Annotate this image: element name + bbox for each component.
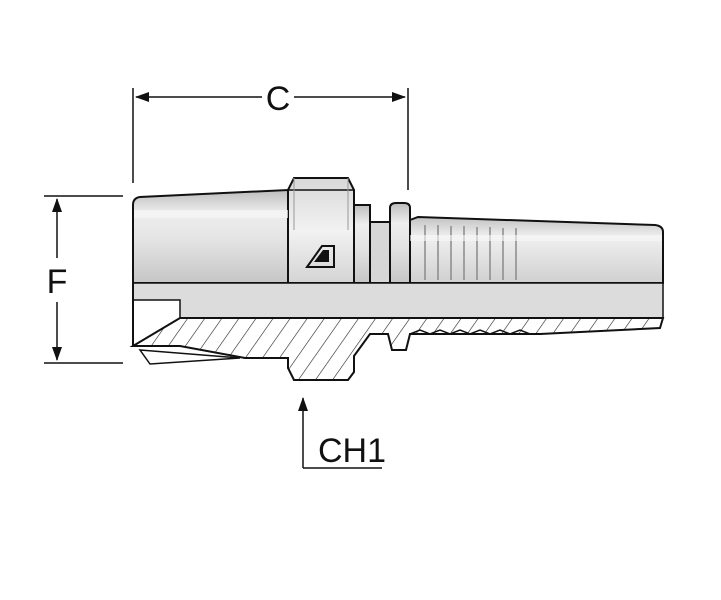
hose-tail	[409, 215, 664, 284]
ring	[389, 202, 411, 284]
dimension-c-label: C	[266, 80, 291, 118]
collar	[353, 204, 371, 284]
body-main	[132, 188, 289, 284]
hatched-wall	[129, 317, 665, 381]
fitting-section-view	[129, 282, 665, 381]
dimension-f-label: F	[47, 263, 68, 301]
dimension-c: C	[132, 80, 409, 190]
dimension-ch1-label: CH1	[318, 432, 386, 470]
dimension-ch1: CH1	[298, 397, 386, 470]
fitting-external-view	[132, 177, 664, 284]
groove	[369, 221, 391, 284]
dimension-f: F	[44, 195, 123, 364]
brand-logo-icon	[305, 245, 335, 268]
bore	[132, 282, 664, 319]
